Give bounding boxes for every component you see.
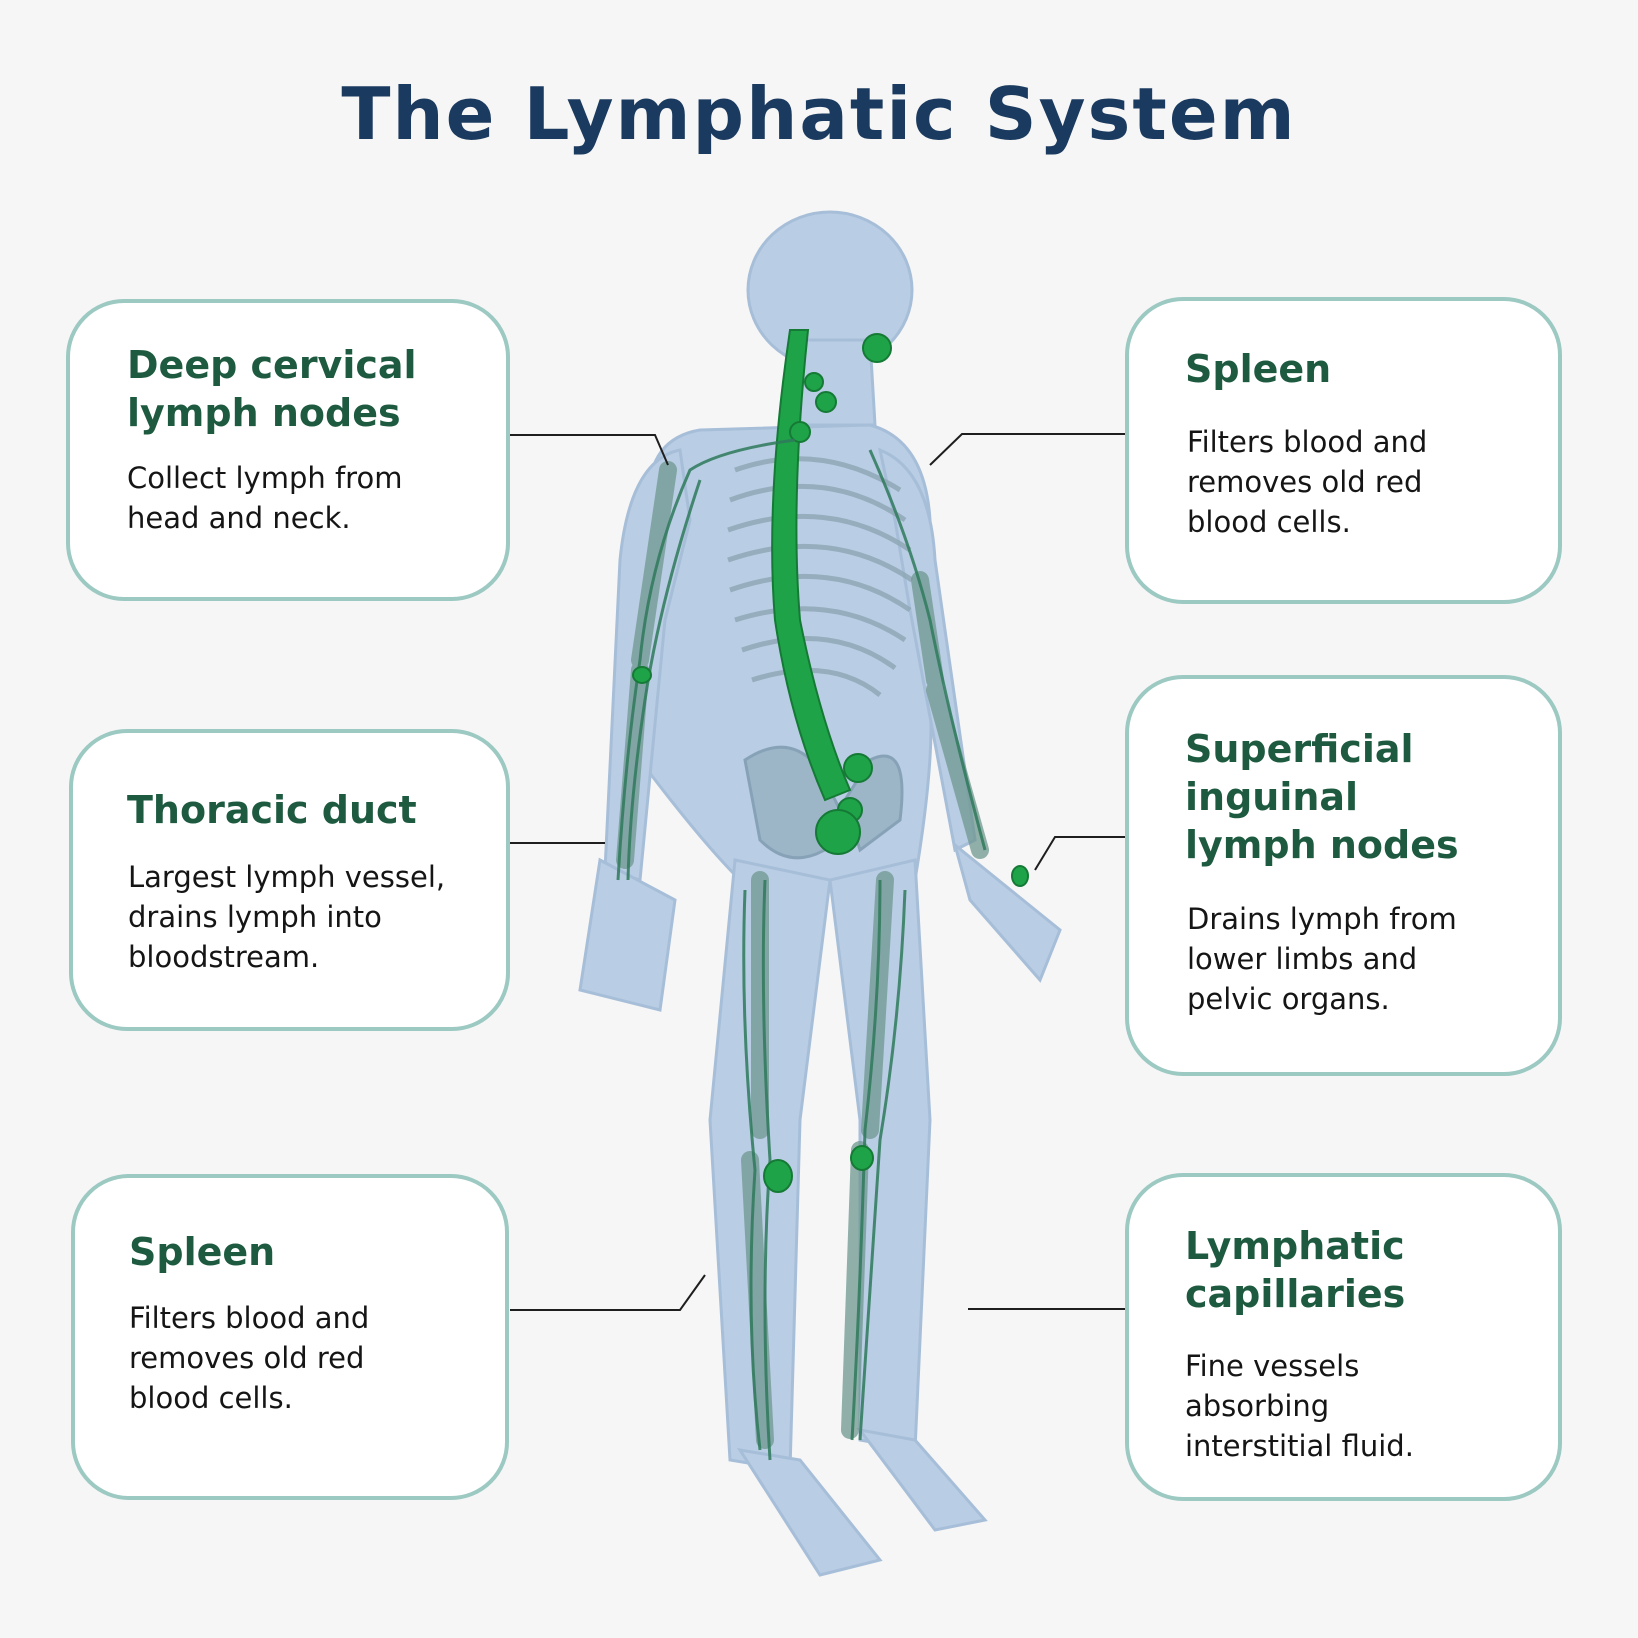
connector-spleen-right (929, 433, 1125, 466)
connector-inguinal (1034, 836, 1125, 871)
card-spleen-left: Spleen Filters blood and removes old red… (71, 1174, 509, 1500)
card-description: Largest lymph vessel, drains lymph into … (128, 860, 446, 974)
card-title: Deep cervical lymph nodes (127, 343, 417, 435)
card-description: Drains lymph from lower limbs and pelvic… (1187, 902, 1457, 1016)
card-description: Filters blood and removes old red blood … (1187, 425, 1428, 539)
page-title: The Lymphatic System (341, 72, 1297, 156)
card-title: Spleen (129, 1230, 276, 1274)
spine (771, 329, 892, 855)
card-title: Superficial inguinal lymph nodes (1185, 727, 1459, 867)
card-deep-cervical-lymph-nodes: Deep cervical lymph nodes Collect lymph … (66, 299, 510, 601)
connector-deep-cervical (510, 434, 669, 466)
card-title: Lymphatic capillaries (1185, 1224, 1406, 1316)
card-superficial-inguinal-lymph-nodes: Superficial inguinal lymph nodes Drains … (1125, 675, 1562, 1076)
connector-spleen-left (510, 1274, 706, 1311)
card-description: Collect lymph from head and neck. (127, 461, 403, 535)
card-description: Fine vessels absorbing interstitial flui… (1185, 1349, 1414, 1463)
card-spleen-right: Spleen Filters blood and removes old red… (1125, 297, 1562, 604)
lymph-vessels (616, 438, 987, 1461)
card-title: Thoracic duct (127, 788, 417, 832)
lymph-nodes (632, 666, 1029, 1193)
card-title: Spleen (1185, 347, 1332, 391)
ribcage (727, 456, 914, 697)
card-thoracic-duct: Thoracic duct Largest lymph vessel, drai… (69, 729, 510, 1031)
card-lymphatic-capillaries: Lymphatic capillaries Fine vessels absor… (1125, 1173, 1562, 1501)
card-description: Filters blood and removes old red blood … (129, 1301, 370, 1415)
